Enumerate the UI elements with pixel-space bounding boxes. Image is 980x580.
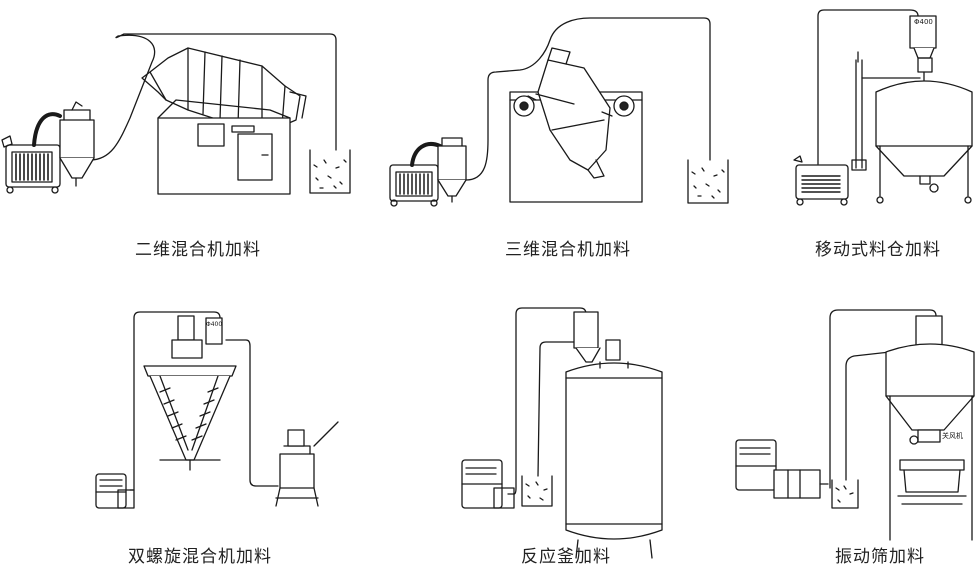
2d-mixer (141, 47, 307, 195)
vacuum-feeder (389, 137, 467, 207)
vacuum-feeder (793, 155, 849, 206)
caption-reactor: 反应釜加料 (521, 547, 611, 567)
caption-mobile-silo: 移动式料仓加料 (815, 240, 941, 260)
material-bucket (521, 475, 553, 507)
hose (89, 33, 337, 161)
hose (507, 307, 587, 495)
hose (129, 311, 221, 491)
sieve-silo: 关风机 (885, 315, 975, 541)
material-bucket (687, 159, 729, 204)
3d-mixer (509, 47, 643, 203)
feed-hopper (275, 421, 339, 507)
diameter-label: Φ400 (206, 321, 222, 328)
screw-mixer: Φ400 (143, 315, 237, 471)
blower (735, 439, 829, 499)
panel-3d-mixer (389, 17, 729, 207)
material-bucket (831, 479, 859, 509)
silo: Φ400 (851, 15, 973, 204)
hose (829, 309, 937, 489)
caption-screw-mixer: 双螺旋混合机加料 (128, 547, 272, 567)
diameter-label: Φ400 (914, 18, 933, 26)
blower (95, 473, 135, 509)
hose (817, 9, 919, 165)
panel-vibrating-sieve: 关风机 (735, 309, 975, 541)
caption-2d-mixer: 二维混合机加料 (135, 240, 261, 260)
vacuum-feeder (1, 101, 95, 194)
hose (465, 17, 711, 181)
panel-mobile-silo: Φ400 (793, 9, 973, 206)
panel-reactor (461, 307, 663, 559)
blower (461, 459, 515, 509)
caption-3d-mixer: 三维混合机加料 (505, 240, 631, 260)
material-bucket (309, 149, 351, 194)
panel-2d-mixer (1, 33, 351, 195)
panel-screw-mixer: Φ400 (95, 311, 339, 509)
caption-vibrating-sieve: 振动筛加料 (835, 547, 925, 567)
reactor (565, 311, 663, 559)
airlock-label: 关风机 (942, 431, 963, 440)
